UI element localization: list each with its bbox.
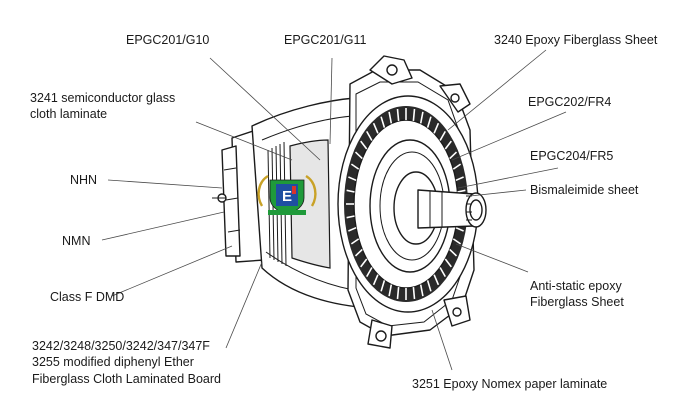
slot-tooth (380, 280, 386, 292)
slot-tooth (449, 248, 458, 257)
slot-tooth (452, 163, 462, 170)
label-antistatic-line1: Anti-static epoxy (530, 279, 622, 293)
slot-tooth (457, 189, 466, 193)
laurel-shield-logo-icon: E (257, 174, 317, 215)
slot-tooth (412, 108, 416, 121)
slot-tooth (396, 108, 400, 121)
slot-tooth (455, 226, 464, 232)
slot-tooth (346, 215, 355, 219)
slot-tooth (380, 116, 386, 128)
slot-tooth (348, 226, 357, 232)
logo-letter: E (282, 188, 292, 205)
slot-tooth (455, 176, 464, 182)
label-epgc201-g11: EPGC201/G11 (284, 33, 367, 47)
slot-tooth (396, 287, 400, 300)
slot-tooth (348, 176, 357, 182)
slot-tooth (354, 248, 363, 257)
slot-tooth (433, 274, 440, 286)
slot-tooth (452, 238, 462, 245)
motor-illustration: E (212, 55, 487, 349)
label-board-line3: Fiberglass Cloth Laminated Board (32, 372, 221, 386)
slot-tooth (433, 122, 440, 134)
label-3251-epoxy-nomex: 3251 Epoxy Nomex paper laminate (412, 377, 607, 391)
label-epgc201-g10: EPGC201/G10 (126, 33, 209, 47)
label-epgc204-fr5: EPGC204/FR5 (530, 149, 613, 163)
label-bismaleimide-sheet: Bismaleimide sheet (530, 183, 639, 197)
slot-tooth (444, 258, 452, 268)
output-shaft (417, 189, 487, 229)
slot-tooth (360, 140, 368, 150)
slot-tooth (372, 122, 379, 134)
labels: EPGC201/G10 EPGC201/G11 3240 Epoxy Fiber… (30, 33, 658, 391)
slot-tooth (350, 163, 360, 170)
slot-tooth (439, 267, 446, 277)
slot-tooth (350, 238, 360, 245)
slot-tooth (412, 287, 416, 300)
stator-housing (251, 97, 373, 309)
label-board-line1: 3242/3248/3250/3242/347/347F (32, 339, 210, 353)
slot-tooth (354, 151, 363, 160)
label-antistatic-line2: Fiberglass Sheet (530, 295, 624, 309)
slot-tooth (360, 258, 368, 268)
slot-tooth (388, 111, 393, 124)
rotor-slot-ring (337, 95, 479, 313)
slot-tooth (419, 284, 424, 297)
slot-tooth (346, 189, 355, 193)
slot-teeth (346, 108, 466, 300)
leader-lines (101, 49, 567, 371)
slot-tooth (366, 131, 373, 141)
lamination-panel (289, 139, 331, 269)
slot-tooth (388, 284, 393, 297)
label-class-f-dmd: Class F DMD (50, 290, 124, 304)
label-3241-line2: cloth laminate (30, 107, 107, 121)
label-nmn: NMN (62, 234, 90, 248)
slot-tooth (426, 116, 432, 128)
slot-tooth (444, 140, 452, 150)
label-nhn: NHN (70, 173, 97, 187)
mounting-lugs (367, 55, 471, 349)
slot-tooth (366, 267, 373, 277)
label-board-line2: 3255 modified diphenyl Ether (32, 355, 194, 369)
slot-tooth (372, 274, 379, 286)
label-3241-line1: 3241 semiconductor glass (30, 91, 175, 105)
slot-tooth (439, 131, 446, 141)
slot-tooth (449, 151, 458, 160)
slot-tooth (419, 111, 424, 124)
label-epgc202-fr4: EPGC202/FR4 (528, 95, 611, 109)
slot-tooth (426, 280, 432, 292)
label-3240-epoxy-fiberglass-sheet: 3240 Epoxy Fiberglass Sheet (494, 33, 658, 47)
